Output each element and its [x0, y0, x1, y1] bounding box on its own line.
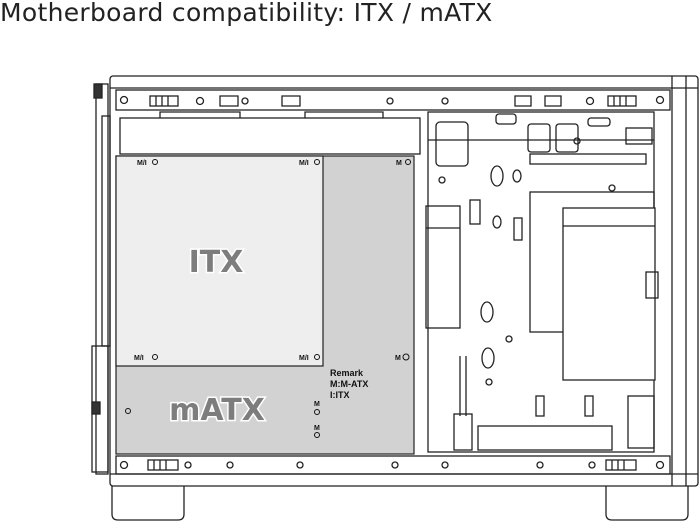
mount-mark: M/I [299, 160, 309, 167]
top-rail-slot-right [607, 95, 637, 107]
remark-title: Remark [330, 368, 364, 378]
standoff-hole [152, 354, 158, 360]
case-foot-right [605, 486, 689, 521]
itx-label: ITX [189, 245, 244, 280]
standoff-hole [314, 159, 320, 165]
mount-mark: M [395, 355, 401, 362]
remark-line-matx: M:M-ATX [330, 379, 368, 389]
standoff-hole [152, 159, 158, 165]
standoff-hole [405, 159, 411, 165]
standoff-hole [125, 408, 131, 414]
left-latch-top [93, 83, 103, 99]
mount-mark: M/I [299, 355, 309, 362]
left-latch-bottom [91, 401, 101, 415]
case-foot-left [111, 486, 185, 521]
standoff-hole [314, 354, 320, 360]
standoff-hole [314, 432, 320, 438]
mount-mark: M [314, 425, 320, 432]
top-rail-slot-left [149, 95, 179, 107]
mount-mark: M/I [137, 160, 147, 167]
matx-label: mATX [169, 393, 265, 428]
page-title: Motherboard compatibility: ITX / mATX [0, 0, 493, 27]
remark-line-itx: I:ITX [330, 390, 350, 400]
mount-mark: M [314, 401, 320, 408]
standoff-hole [402, 353, 410, 361]
standoff-hole [314, 409, 320, 415]
itx-zone [115, 155, 324, 367]
mount-mark: M [396, 160, 402, 167]
mount-mark: M/I [134, 355, 144, 362]
